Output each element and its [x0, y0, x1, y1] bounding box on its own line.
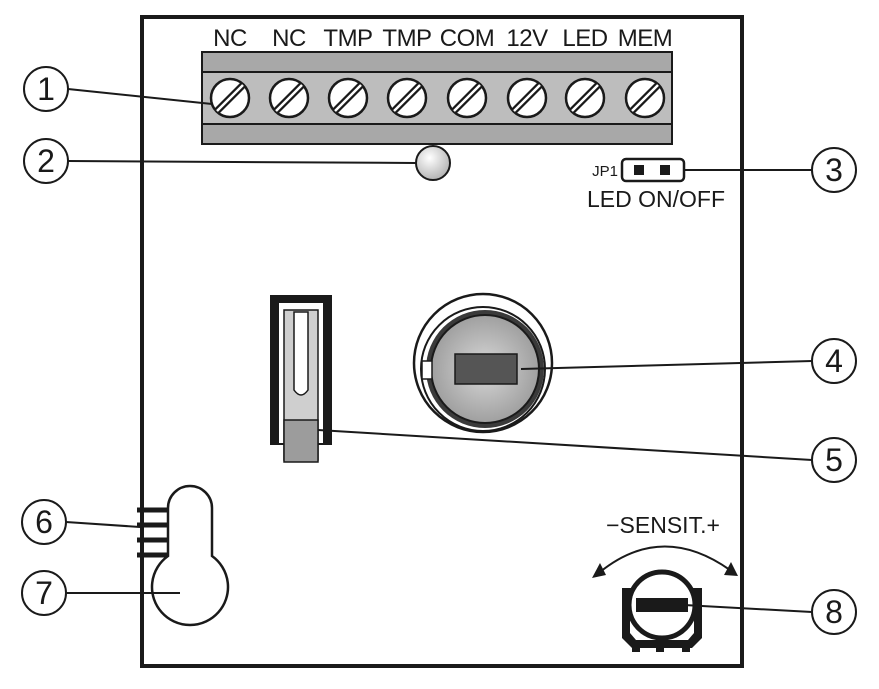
screw-icon	[506, 77, 548, 119]
screw-icon	[624, 77, 666, 119]
terminal-label-7: LED	[562, 25, 607, 52]
terminal-label-6: 12V	[506, 25, 548, 52]
svg-text:1: 1	[37, 71, 55, 107]
svg-text:6: 6	[35, 504, 53, 540]
thermometer-icon	[137, 484, 230, 627]
callout-4: 4	[811, 338, 857, 384]
callout-5: 5	[811, 437, 857, 483]
screw-icon	[446, 77, 488, 119]
sensitivity-arrow-icon	[592, 545, 738, 578]
terminal-label-8: MEM	[618, 25, 673, 52]
sensitivity-label: −SENSIT.+	[606, 512, 720, 538]
terminal-label-2: NC	[272, 25, 306, 52]
jumper-id: JP1	[592, 163, 618, 180]
terminal-label-5: COM	[440, 25, 495, 52]
callout-1: 1	[23, 66, 69, 112]
screw-icon	[268, 77, 310, 119]
svg-text:4: 4	[825, 343, 843, 379]
jumper-jp1[interactable]	[620, 157, 686, 183]
terminal-block	[201, 51, 673, 145]
screw-icon	[327, 77, 369, 119]
svg-text:7: 7	[35, 575, 53, 611]
jumper-label: LED ON/OFF	[587, 186, 725, 212]
svg-text:3: 3	[825, 152, 843, 188]
callout-7: 7	[21, 570, 67, 616]
svg-text:8: 8	[825, 594, 843, 630]
screw-icon	[209, 77, 251, 119]
leader-lines	[65, 88, 813, 613]
screw-icon	[564, 77, 606, 119]
tamper-switch	[270, 295, 332, 463]
pir-sensor	[412, 292, 554, 434]
svg-text:2: 2	[37, 143, 55, 179]
terminal-screws	[209, 77, 666, 119]
terminal-label-4: TMP	[382, 25, 431, 52]
svg-text:5: 5	[825, 442, 843, 478]
callout-8: 8	[811, 589, 857, 635]
screw-icon	[386, 77, 428, 119]
terminal-label-3: TMP	[323, 25, 372, 52]
callout-3: 3	[811, 147, 857, 193]
sensitivity-potentiometer[interactable]	[622, 569, 702, 652]
led-indicator	[415, 145, 451, 181]
terminal-label-1: NC	[213, 25, 247, 52]
callout-6: 6	[21, 499, 67, 545]
callout-2: 2	[23, 138, 69, 184]
